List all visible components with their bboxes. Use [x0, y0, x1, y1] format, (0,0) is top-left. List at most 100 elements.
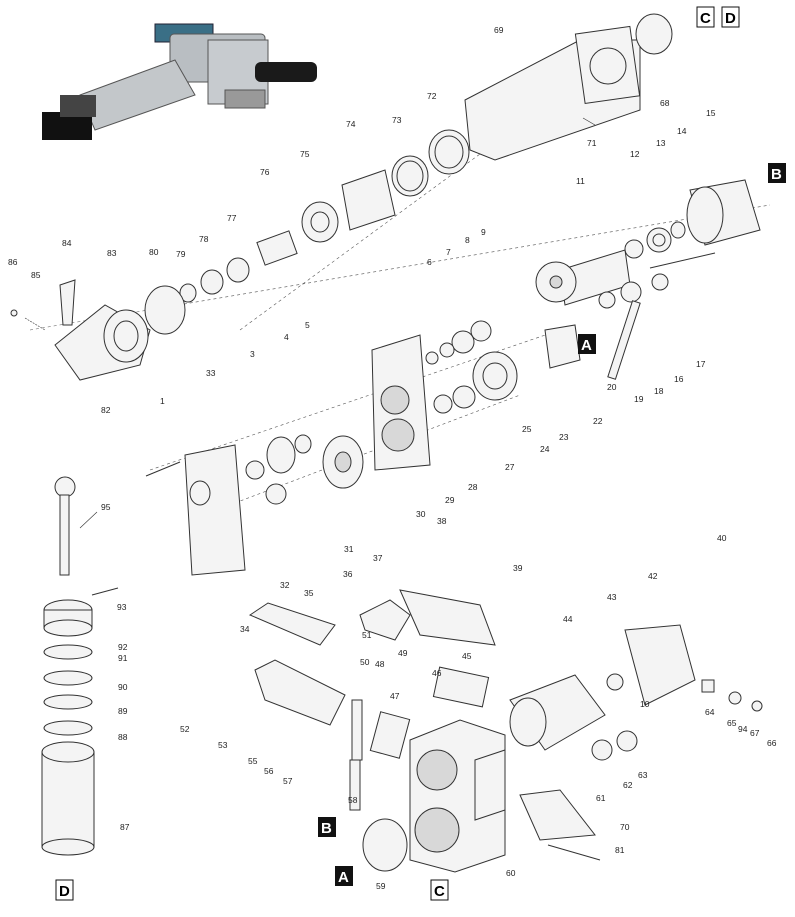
part-label-9: 9 — [481, 227, 486, 237]
part-label-16: 16 — [674, 374, 684, 384]
part-label-45: 45 — [462, 651, 472, 661]
part-label-25: 25 — [522, 424, 532, 434]
part-label-89: 89 — [118, 706, 128, 716]
part-label-63: 63 — [638, 770, 648, 780]
barrel-group — [144, 13, 673, 335]
part-label-72: 72 — [427, 91, 437, 101]
part-label-74: 74 — [346, 119, 356, 129]
svg-text:B: B — [771, 166, 782, 183]
part-label-75: 75 — [300, 149, 310, 159]
part-label-64: 64 — [705, 707, 715, 717]
part-label-93: 93 — [117, 602, 127, 612]
part-label-20: 20 — [607, 382, 617, 392]
gear-cover-group — [145, 434, 364, 576]
marker-d-top: D — [721, 6, 740, 28]
part-label-10: 10 — [640, 699, 650, 709]
part-label-13: 13 — [656, 138, 666, 148]
part-label-7: 7 — [446, 247, 451, 257]
part-label-35: 35 — [304, 588, 314, 598]
svg-text:D: D — [725, 10, 736, 27]
reference-95: 95 — [101, 502, 111, 512]
part-label-3: 3 — [250, 349, 255, 359]
part-label-39: 39 — [513, 563, 523, 573]
part-label-12: 12 — [630, 149, 640, 159]
part-label-40: 40 — [717, 533, 727, 543]
part-label-67: 67 — [750, 728, 760, 738]
marker-c-top: C — [696, 6, 715, 28]
tool-photo — [42, 23, 317, 140]
part-label-91: 91 — [118, 653, 128, 663]
part-label-47: 47 — [390, 691, 400, 701]
part-label-77: 77 — [227, 213, 237, 223]
part-label-29: 29 — [445, 495, 455, 505]
part-label-24: 24 — [540, 444, 550, 454]
part-label-32: 32 — [280, 580, 290, 590]
part-label-85: 85 — [31, 270, 41, 280]
part-label-84: 84 — [62, 238, 72, 248]
piston-stack — [41, 476, 119, 856]
part-label-28: 28 — [468, 482, 478, 492]
part-label-50: 50 — [360, 657, 370, 667]
part-label-65: 65 — [727, 718, 737, 728]
part-label-60: 60 — [506, 868, 516, 878]
part-label-43: 43 — [607, 592, 617, 602]
marker-c-bottom: C — [430, 879, 449, 901]
part-label-15: 15 — [706, 108, 716, 118]
part-label-57: 57 — [283, 776, 293, 786]
part-label-88: 88 — [118, 732, 128, 742]
marker-b-bottom: B — [318, 817, 336, 837]
part-label-70: 70 — [620, 822, 630, 832]
part-label-8: 8 — [465, 235, 470, 245]
part-label-66: 66 — [767, 738, 777, 748]
part-label-14: 14 — [677, 126, 687, 136]
part-label-27: 27 — [505, 462, 515, 472]
part-label-55: 55 — [248, 756, 258, 766]
svg-text:D: D — [59, 883, 70, 900]
part-label-82: 82 — [101, 405, 111, 415]
part-label-90: 90 — [118, 682, 128, 692]
marker-b-top: B — [768, 163, 786, 183]
part-label-86: 86 — [8, 257, 18, 267]
fan-icon — [535, 261, 577, 303]
svg-text:A: A — [581, 337, 592, 354]
motor-group — [535, 179, 761, 380]
part-label-78: 78 — [199, 234, 209, 244]
svg-text:C: C — [700, 10, 711, 27]
part-label-52: 52 — [180, 724, 190, 734]
part-label-61: 61 — [596, 793, 606, 803]
part-label-23: 23 — [559, 432, 569, 442]
main-frame-group — [362, 624, 763, 873]
part-number-labels: 1345678910111213141516171819202223242527… — [8, 25, 777, 891]
part-label-33: 33 — [206, 368, 216, 378]
part-label-62: 62 — [623, 780, 633, 790]
part-label-17: 17 — [696, 359, 706, 369]
part-label-18: 18 — [654, 386, 664, 396]
boxed-markers: C D B A B A C D — [55, 6, 786, 901]
part-label-59: 59 — [376, 881, 386, 891]
part-label-31: 31 — [344, 544, 354, 554]
part-label-11: 11 — [576, 176, 585, 186]
part-label-6: 6 — [427, 257, 432, 267]
part-label-34: 34 — [240, 624, 250, 634]
part-label-56: 56 — [264, 766, 274, 776]
cover-disc-68 — [635, 13, 673, 55]
part-label-19: 19 — [634, 394, 644, 404]
part-label-83: 83 — [107, 248, 117, 258]
marker-a-mid: A — [578, 334, 596, 354]
part-label-5: 5 — [305, 320, 310, 330]
part-label-73: 73 — [392, 115, 402, 125]
part-label-30: 30 — [416, 509, 426, 519]
marker-a-bottom: A — [335, 866, 353, 886]
svg-text:A: A — [338, 869, 349, 886]
part-label-48: 48 — [375, 659, 385, 669]
part-label-36: 36 — [343, 569, 353, 579]
handle-group — [248, 589, 496, 811]
part-label-92: 92 — [118, 642, 128, 652]
part-label-4: 4 — [284, 332, 289, 342]
part-label-38: 38 — [437, 516, 447, 526]
part-label-22: 22 — [593, 416, 603, 426]
part-label-44: 44 — [563, 614, 573, 624]
part-label-1: 1 — [160, 396, 165, 406]
part-label-87: 87 — [120, 822, 130, 832]
